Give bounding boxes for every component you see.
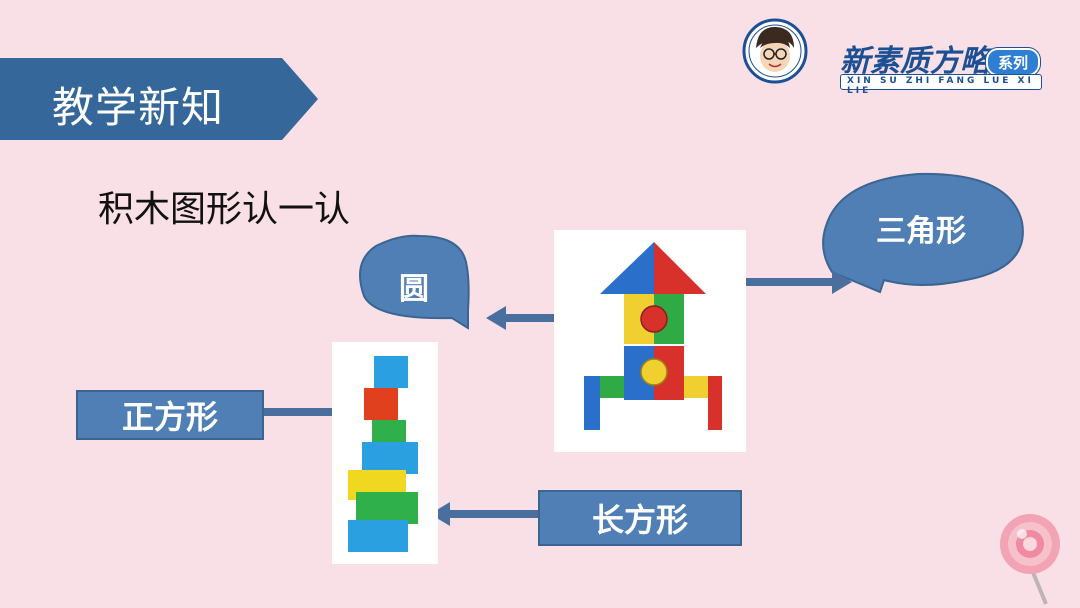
square-label-box: 正方形 — [76, 390, 264, 440]
triangle-label: 三角形 — [876, 214, 966, 249]
arrow-to-triangle — [698, 270, 852, 294]
logo-title: 新素质方略 — [840, 44, 990, 79]
triangle-speech-bubble — [822, 172, 1024, 294]
stacked-blocks-image — [332, 342, 438, 564]
section-banner: 教学新知 — [0, 58, 318, 140]
lollipop-icon — [1000, 514, 1060, 605]
logo-pinyin-bar: XIN SU ZHI FANG LUE XI LIE — [840, 74, 1042, 96]
logo-badge: 系列 — [986, 48, 1040, 76]
boy-face-icon — [742, 18, 808, 84]
rectangle-label-box: 长方形 — [538, 490, 742, 546]
stacked-blocks-drawing — [348, 356, 418, 552]
rectangle-label: 长方形 — [591, 501, 688, 539]
arrow-from-rectangle — [430, 502, 540, 526]
logo-pinyin: XIN SU ZHI FANG LUE XI LIE — [847, 76, 1034, 96]
rocket-blocks-image — [554, 230, 746, 452]
rocket-blocks-drawing — [584, 242, 722, 430]
square-label: 正方形 — [121, 398, 218, 436]
section-title: 教学新知 — [52, 83, 225, 132]
series-logo: 新素质方略 系列 XIN SU ZHI FANG LUE XI LIE — [742, 18, 1042, 96]
circle-speech-bubble — [359, 234, 470, 330]
circle-label: 圆 — [399, 272, 429, 307]
page-subtitle: 积木图形认一认 — [98, 189, 351, 230]
